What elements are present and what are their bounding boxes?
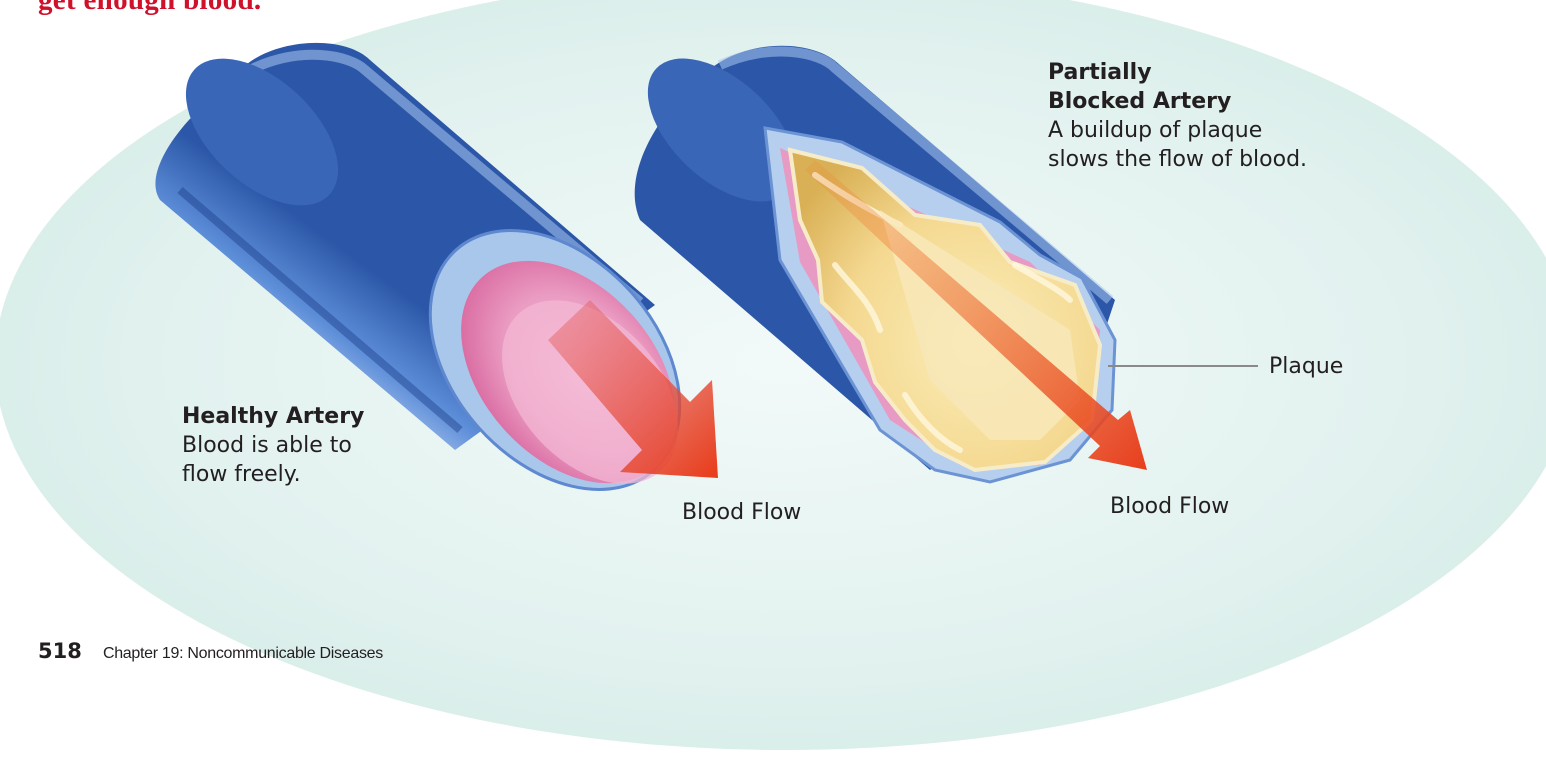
blocked-artery-text-line: A buildup of plaque (1048, 116, 1307, 145)
blocked-artery-caption: Partially Blocked Artery A buildup of pl… (1048, 58, 1307, 174)
blocked-artery-title-line: Blocked Artery (1048, 87, 1307, 116)
chapter-title: Chapter 19: Noncommunicable Diseases (103, 645, 383, 662)
plaque-label: Plaque (1269, 352, 1343, 381)
page-footer: 518 Chapter 19: Noncommunicable Diseases (38, 639, 383, 663)
healthy-artery-title: Healthy Artery (182, 402, 364, 431)
healthy-blood-flow-label: Blood Flow (682, 498, 801, 527)
section-heading: get enough blood. (38, 0, 261, 17)
page-number: 518 (38, 639, 82, 663)
healthy-artery-text-line: Blood is able to (182, 431, 364, 460)
blocked-artery-title-line: Partially (1048, 58, 1307, 87)
healthy-artery-caption: Healthy Artery Blood is able to flow fre… (182, 402, 364, 489)
healthy-artery-text-line: flow freely. (182, 460, 364, 489)
blocked-artery-text-line: slows the flow of blood. (1048, 145, 1307, 174)
blocked-blood-flow-label: Blood Flow (1110, 492, 1229, 521)
